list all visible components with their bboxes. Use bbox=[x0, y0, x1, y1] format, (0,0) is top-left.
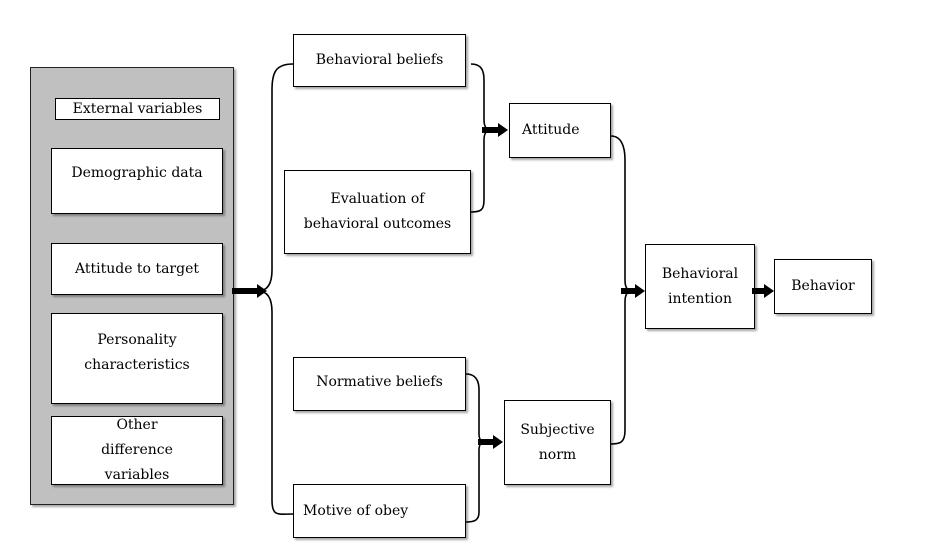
behavior-box: Behavior bbox=[774, 259, 872, 314]
attitude-text: Attitude bbox=[522, 122, 580, 138]
attitude-box: Attitude bbox=[509, 103, 611, 158]
behavioral-intention-box: Behavioral intention bbox=[645, 244, 755, 329]
evaluation-outcomes-text: Evaluation of behavioral outcomes bbox=[303, 191, 452, 232]
arrow-behavior bbox=[752, 284, 774, 298]
other-difference-variables-box: Other difference variables bbox=[51, 416, 223, 485]
behavioral-intention-text: Behavioral intention bbox=[661, 265, 739, 307]
demographic-data-box: Demographic data bbox=[51, 148, 223, 214]
other-difference-variables-text: Other difference variables bbox=[101, 417, 173, 483]
external-variables-title-text: External variables bbox=[72, 100, 203, 117]
behavioral-beliefs-box: Behavioral beliefs bbox=[293, 34, 466, 87]
subjective-norm-text: Subjective norm bbox=[520, 421, 595, 463]
arrow-subjective-norm bbox=[478, 435, 503, 449]
personality-characteristics-text: Personality characteristics bbox=[84, 332, 190, 373]
behavior-text: Behavior bbox=[791, 278, 855, 294]
arrow-external bbox=[232, 284, 267, 298]
subjective-norm-box: Subjective norm bbox=[504, 400, 611, 485]
behavioral-beliefs-text: Behavioral beliefs bbox=[315, 52, 444, 68]
motive-of-obey-box: Motive of obey bbox=[293, 484, 466, 538]
personality-characteristics-box: Personality characteristics bbox=[51, 313, 223, 404]
attitude-to-target-text: Attitude to target bbox=[75, 260, 199, 277]
motive-of-obey-text: Motive of obey bbox=[303, 502, 409, 519]
normative-beliefs-box: Normative beliefs bbox=[293, 357, 466, 411]
demographic-data-text: Demographic data bbox=[71, 165, 203, 181]
arrow-intention bbox=[621, 284, 645, 298]
attitude-to-target-box: Attitude to target bbox=[51, 243, 223, 295]
normative-beliefs-text: Normative beliefs bbox=[316, 374, 443, 390]
arrow-attitude bbox=[482, 123, 508, 137]
subjective-norm-brace bbox=[465, 373, 486, 523]
external-variables-title: External variables bbox=[55, 98, 220, 120]
attitude-brace bbox=[470, 63, 492, 213]
evaluation-outcomes-box: Evaluation of behavioral outcomes bbox=[284, 170, 471, 254]
